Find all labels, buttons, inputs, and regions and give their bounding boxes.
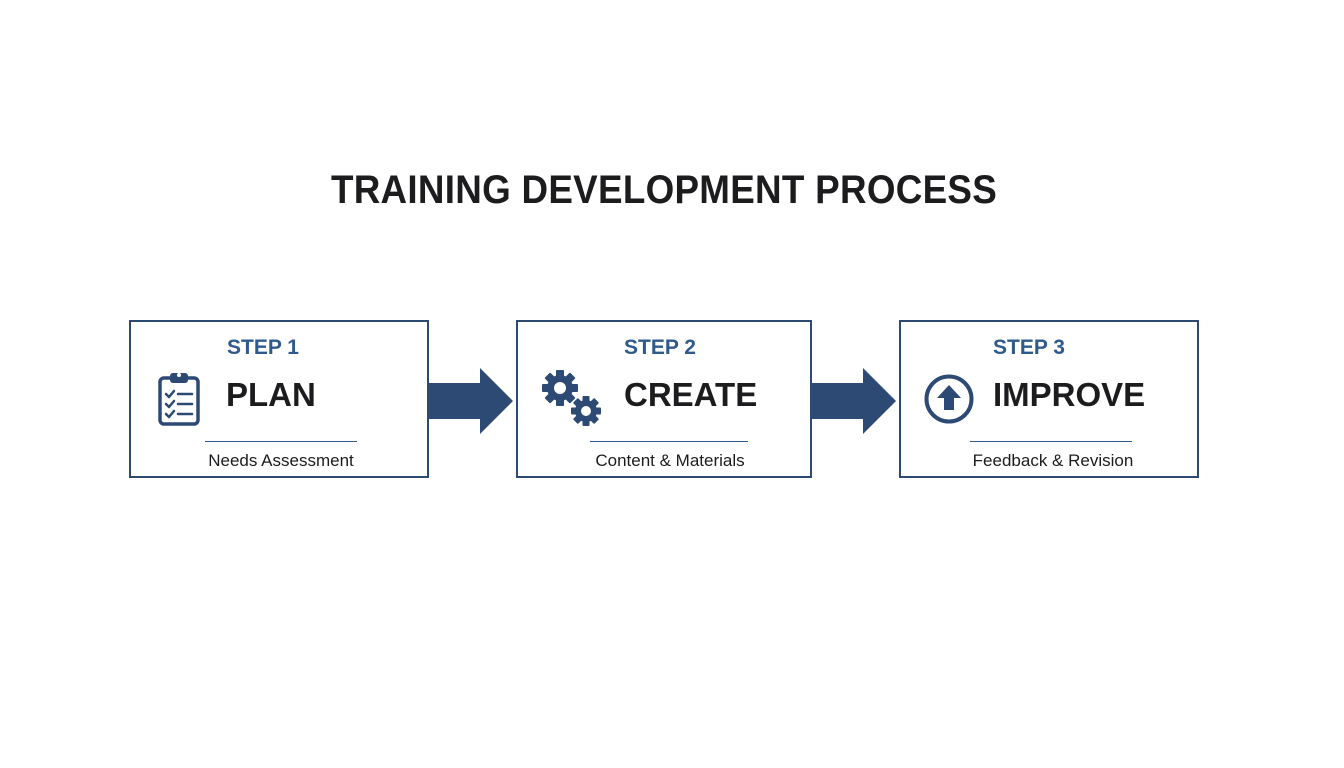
step-1-label: STEP 1 [227,336,299,359]
step-2-name: CREATE [624,376,758,413]
step-1-description: Needs Assessment [208,451,354,470]
step-1-box: STEP 1 PLAN Needs Assessment [129,320,429,478]
circle-up-arrow-icon [924,374,974,424]
gears-icon [542,370,601,426]
step-3-label: STEP 3 [993,336,1065,359]
step-2-description: Content & Materials [595,451,745,470]
step-1-divider [205,441,357,442]
step-2-divider [590,441,748,442]
step-1-name: PLAN [226,376,316,413]
step-3-box: STEP 3 IMPROVE Feedback & Revision [899,320,1199,478]
step-3-description: Feedback & Revision [972,451,1134,470]
diagram-title: TRAINING DEVELOPMENT PROCESS [330,168,998,212]
step-2-label: STEP 2 [624,336,696,359]
step-3-divider [970,441,1132,442]
clipboard-checklist-icon [158,373,200,426]
step-2-box: STEP 2 CREATE Content & Materials [516,320,812,478]
step-3-name: IMPROVE [993,376,1146,413]
arrow-right-icon [811,368,896,434]
arrow-right-icon [428,368,513,434]
